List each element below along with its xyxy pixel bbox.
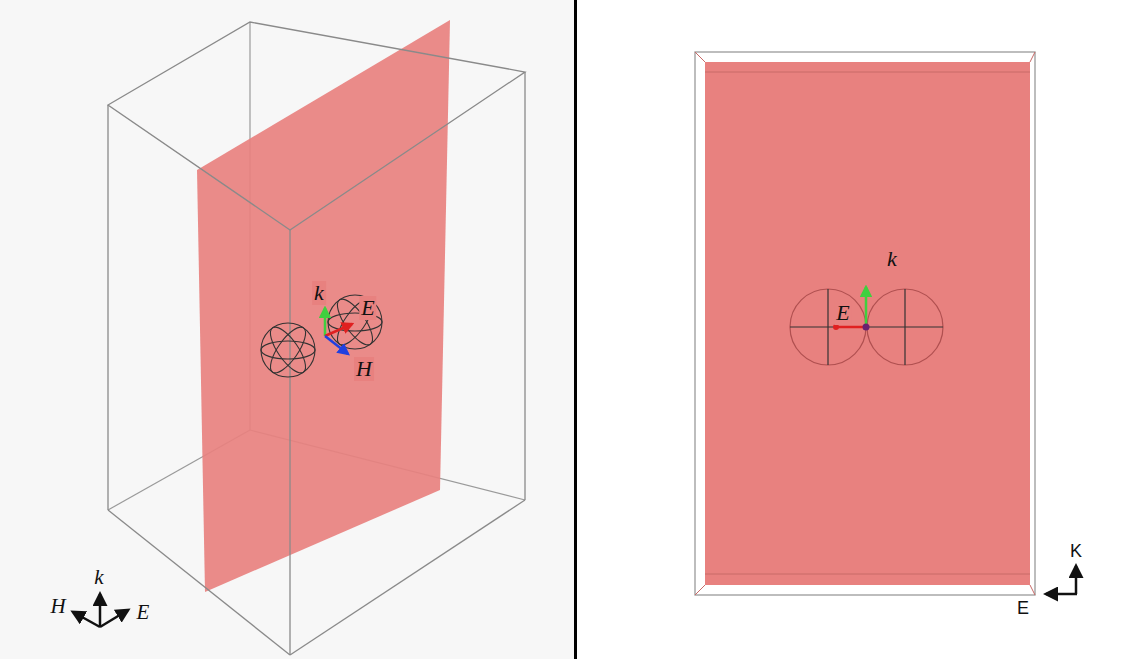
plane-edge	[1030, 585, 1035, 595]
plane-edge	[1030, 52, 1035, 62]
axis-arrow	[1046, 593, 1077, 596]
panel-ground	[577, 0, 1128, 659]
k-vector	[324, 308, 327, 336]
axis-arrow	[100, 610, 128, 627]
panel-ground	[0, 0, 574, 659]
sphere-outline	[790, 289, 866, 365]
box-edge	[289, 230, 290, 655]
axis-arrow	[73, 612, 100, 627]
cross-line	[904, 289, 905, 365]
box-edge	[290, 500, 525, 655]
box-top	[108, 22, 525, 230]
sphere-outline	[261, 323, 315, 377]
axis-label: k	[92, 566, 105, 589]
plane-edge	[705, 72, 1030, 73]
sphere	[261, 322, 315, 378]
sphere-meridian	[264, 322, 311, 378]
axis-label: H	[48, 595, 67, 618]
plane-edge	[705, 574, 1030, 575]
e-vector	[325, 324, 352, 336]
sphere-meridian	[331, 294, 378, 350]
field-plane	[705, 62, 1030, 585]
plane-edge	[695, 585, 705, 595]
sphere-meridian	[331, 294, 378, 350]
simulation-box	[108, 22, 525, 655]
axis-triad	[73, 594, 128, 627]
sphere-outline	[867, 289, 943, 365]
sphere-meridian	[264, 322, 311, 378]
h-vector-tip	[863, 324, 870, 331]
vector-label: E	[359, 296, 376, 320]
box-edge	[107, 105, 108, 510]
h-vector	[325, 336, 348, 354]
vector-label: k	[885, 247, 899, 271]
vector-label: H	[354, 357, 374, 381]
axis-label: E	[1015, 598, 1031, 618]
sphere-meridian	[261, 341, 315, 359]
box-edge	[524, 72, 525, 500]
axis-arrow	[1075, 566, 1078, 594]
simulation-box	[695, 52, 1035, 595]
vector-label: k	[312, 281, 326, 305]
k-vector	[865, 287, 868, 327]
cross-line	[827, 289, 828, 365]
panel-divider	[574, 0, 577, 659]
axis-label: E	[135, 601, 152, 624]
sphere	[328, 294, 382, 350]
axis-label: K	[1068, 541, 1084, 561]
box-edge	[108, 510, 290, 655]
vector-label: E	[834, 301, 851, 325]
axis-arrow	[99, 594, 102, 627]
plane-edges	[695, 52, 1035, 595]
e-vector	[838, 326, 866, 329]
plane-edge	[695, 52, 705, 62]
axis-triad	[1046, 566, 1077, 594]
field-plane	[197, 20, 450, 592]
sphere-outline	[328, 295, 382, 349]
